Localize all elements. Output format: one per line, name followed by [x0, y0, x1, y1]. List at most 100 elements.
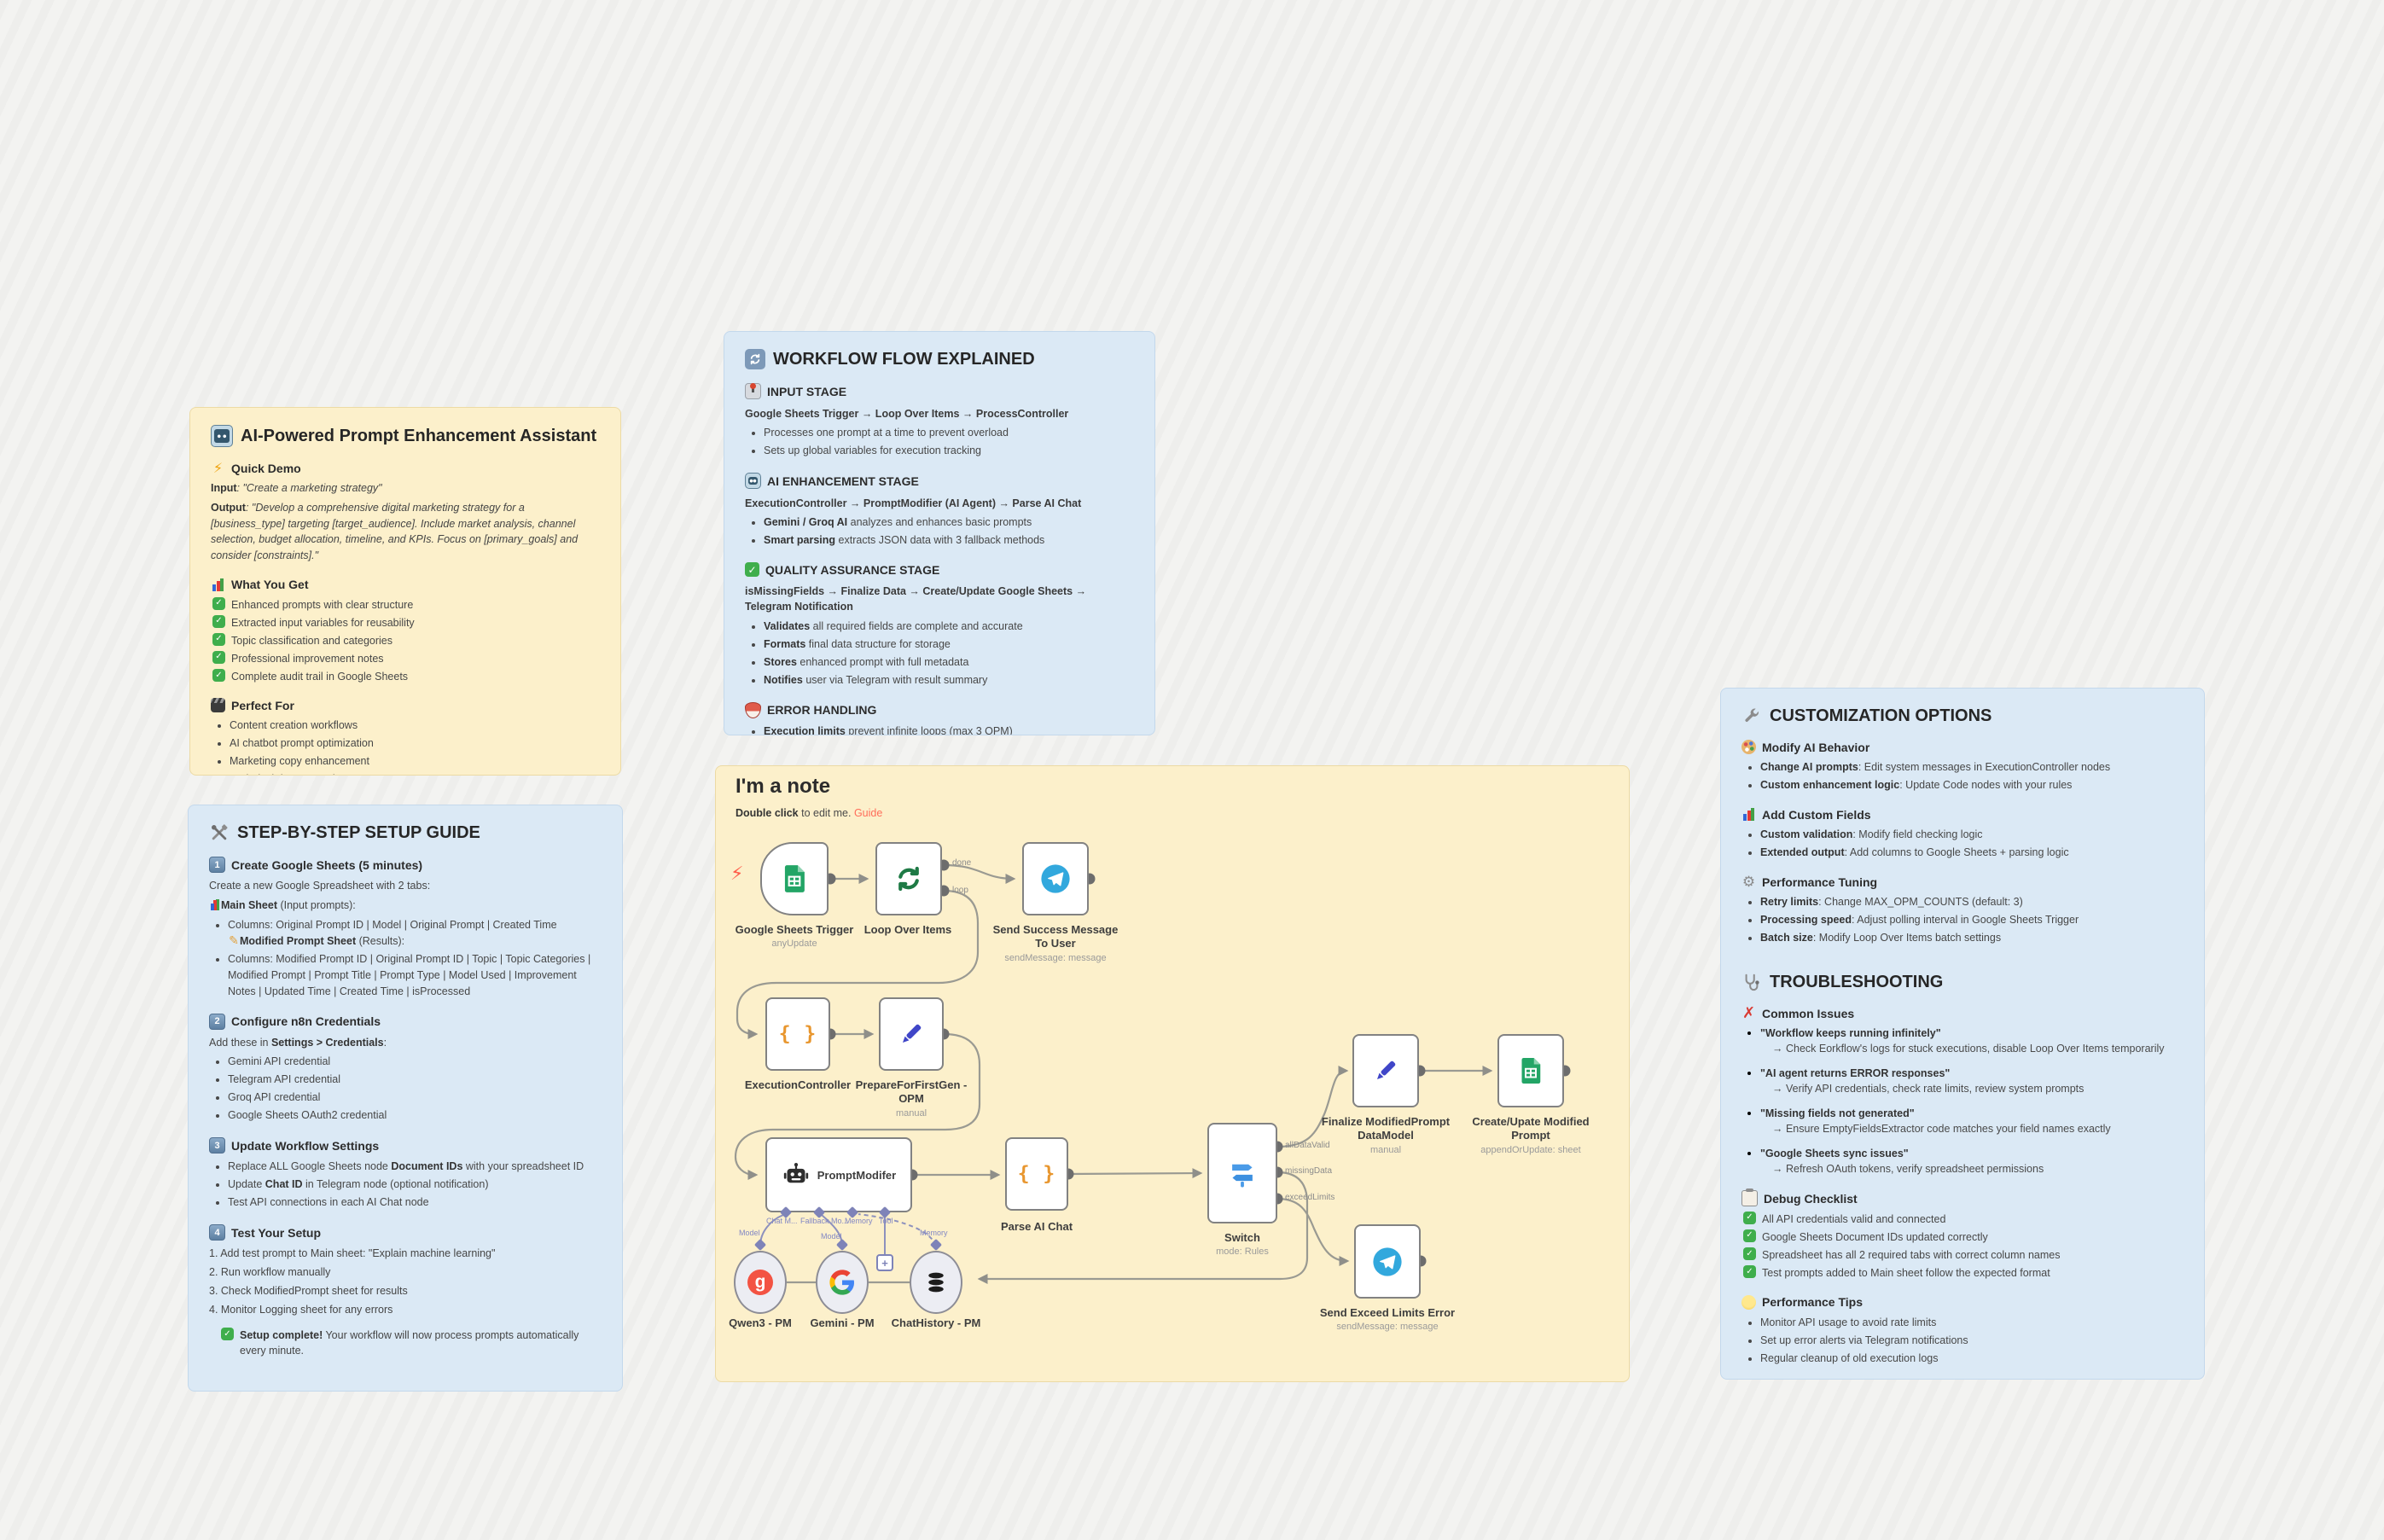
port-label-model-b: Model	[821, 1232, 842, 1241]
note-title: TROUBLESHOOTING	[1770, 972, 1944, 991]
list-item: Extracted input variables for reusabilit…	[212, 614, 600, 631]
list-item: Processes one prompt at a time to preven…	[764, 425, 1134, 441]
telegram-icon	[1373, 1247, 1402, 1276]
list-item: Change AI prompts: Edit system messages …	[1760, 759, 2183, 776]
section-header: Update Workflow Settings	[231, 1138, 380, 1153]
sticky-note-intro[interactable]: AI-Powered Prompt Enhancement Assistant …	[189, 407, 621, 776]
section-header: Test Your Setup	[231, 1225, 322, 1240]
section-header: ERROR HANDLING	[767, 703, 877, 717]
node-label: ExecutionController	[744, 1078, 852, 1091]
google-sheets-icon	[784, 865, 805, 892]
node-finalize-datamodel[interactable]	[1352, 1034, 1419, 1107]
node-parse-ai-chat[interactable]: { }	[1005, 1137, 1068, 1211]
robot-icon	[211, 425, 233, 447]
tools-icon	[209, 822, 230, 843]
stethoscope-icon	[1741, 972, 1762, 992]
node-send-success-message[interactable]	[1022, 842, 1089, 915]
custom-bullets: Custom validation: Modify field checking…	[1741, 827, 2183, 861]
section-header: Modify AI Behavior	[1762, 740, 1870, 754]
list-item: Set up error alerts via Telegram notific…	[1760, 1333, 2183, 1349]
list-item: All API credentials valid and connected	[1743, 1212, 2183, 1227]
bar-chart-icon	[209, 899, 221, 912]
list-item: Columns: Modified Prompt ID | Original P…	[228, 951, 602, 1000]
check-icon	[212, 633, 225, 646]
check-icon	[1743, 1229, 1756, 1243]
node-execution-controller[interactable]: { }	[765, 997, 830, 1071]
section-header: Quick Demo	[231, 461, 301, 475]
check-icon	[212, 651, 225, 665]
flow-sequence: isMissingFields → Finalize Data → Create…	[745, 585, 1087, 613]
port-label-memory: Memory	[845, 1217, 873, 1225]
subnode-chathistory[interactable]	[910, 1251, 962, 1314]
trigger-lightning-icon: ⚡	[730, 863, 744, 885]
section-header: Performance Tuning	[1762, 875, 1878, 889]
list-item: Monitor API usage to avoid rate limits	[1760, 1315, 2183, 1331]
credentials-list: Gemini API credential Telegram API crede…	[209, 1054, 602, 1124]
list-item: Stores enhanced prompt with full metadat…	[764, 654, 1134, 671]
node-prompt-modifer[interactable]: PromptModifer	[765, 1137, 912, 1212]
section-header: Create Google Sheets (5 minutes)	[231, 857, 423, 872]
memo-icon	[228, 935, 240, 947]
debug-checklist: All API credentials valid and connected …	[1741, 1212, 2183, 1281]
subnode-gemini[interactable]	[816, 1251, 869, 1314]
add-tool-button[interactable]: +	[876, 1254, 893, 1271]
refresh-icon	[745, 349, 765, 369]
loop-icon	[898, 866, 919, 892]
guide-link[interactable]: Guide	[853, 807, 883, 819]
section-header: Perfect For	[231, 698, 294, 712]
list-item: Telegram API credential	[228, 1072, 602, 1088]
output-label-exceed-limits: exceedLimits	[1285, 1193, 1335, 1202]
robot-icon	[745, 473, 761, 490]
credentials-intro: Add these in Settings > Credentials:	[209, 1036, 387, 1049]
section-header: INPUT STAGE	[767, 384, 847, 398]
node-loop-over-items[interactable]	[875, 842, 942, 915]
list-item: Replace ALL Google Sheets node Document …	[228, 1159, 602, 1175]
canvas-note-title: I'm a note	[736, 775, 831, 798]
output-label-missing-data: missingData	[1285, 1166, 1333, 1176]
test-steps: 1. Add test prompt to Main sheet: "Expla…	[209, 1246, 602, 1317]
list-item: Validates all required fields are comple…	[764, 619, 1134, 635]
bulb-icon	[1741, 1294, 1756, 1310]
node-switch[interactable]	[1207, 1123, 1277, 1223]
stage-bullets: Execution limits prevent infinite loops …	[745, 724, 1134, 735]
port-label-model-a: Model	[739, 1229, 760, 1237]
list-item: Extended output: Add columns to Google S…	[1760, 845, 2183, 861]
list-item: Execution limits prevent infinite loops …	[764, 724, 1134, 735]
list-item: AI chatbot prompt optimization	[230, 735, 600, 752]
google-sheets-icon	[1521, 1058, 1541, 1084]
list-item: Formats final data structure for storage	[764, 636, 1134, 653]
list-item: Processing speed: Adjust polling interva…	[1760, 912, 2183, 928]
subnode-qwen3[interactable]	[734, 1251, 787, 1314]
port-label-chat-model: Chat M...	[766, 1217, 798, 1225]
list-item: Custom enhancement logic: Update Code no…	[1760, 777, 2183, 793]
joystick-icon	[745, 383, 761, 399]
node-prepare-for-first-gen[interactable]	[879, 997, 944, 1071]
node-create-update-prompt[interactable]	[1497, 1034, 1564, 1107]
code-icon: { }	[778, 1023, 817, 1045]
canvas-note-hint: Double click to edit me. Guide	[736, 807, 883, 819]
stage-bullets: Gemini / Groq AI analyzes and enhances b…	[745, 514, 1134, 549]
list-item: Technical documentation prompts	[230, 771, 600, 775]
step-1-badge: 1	[209, 857, 225, 873]
node-send-exceed-limits-error[interactable]	[1354, 1224, 1421, 1299]
bar-chart-icon	[211, 577, 225, 592]
port-label-tool: Tool	[879, 1217, 893, 1225]
section-header: Add Custom Fields	[1762, 807, 1871, 822]
list-item: Update Chat ID in Telegram node (optiona…	[228, 1177, 602, 1193]
list-item: Custom validation: Modify field checking…	[1760, 827, 2183, 843]
robot-icon	[783, 1162, 808, 1183]
list-item: Complete audit trail in Google Sheets	[212, 669, 600, 684]
list-item: Google Sheets Document IDs updated corre…	[1743, 1229, 2183, 1245]
list-item: 1. Add test prompt to Main sheet: "Expla…	[209, 1247, 496, 1260]
sticky-note-customization[interactable]: CUSTOMIZATION OPTIONS Modify AI Behavior…	[1720, 688, 2205, 1380]
step-4-badge: 4	[209, 1224, 225, 1241]
clapper-icon	[211, 698, 225, 713]
sticky-note-flow[interactable]: WORKFLOW FLOW EXPLAINED INPUT STAGE Goog…	[724, 331, 1155, 735]
port-label-memory-b: Memory	[920, 1229, 948, 1237]
node-google-sheets-trigger[interactable]	[760, 842, 829, 915]
